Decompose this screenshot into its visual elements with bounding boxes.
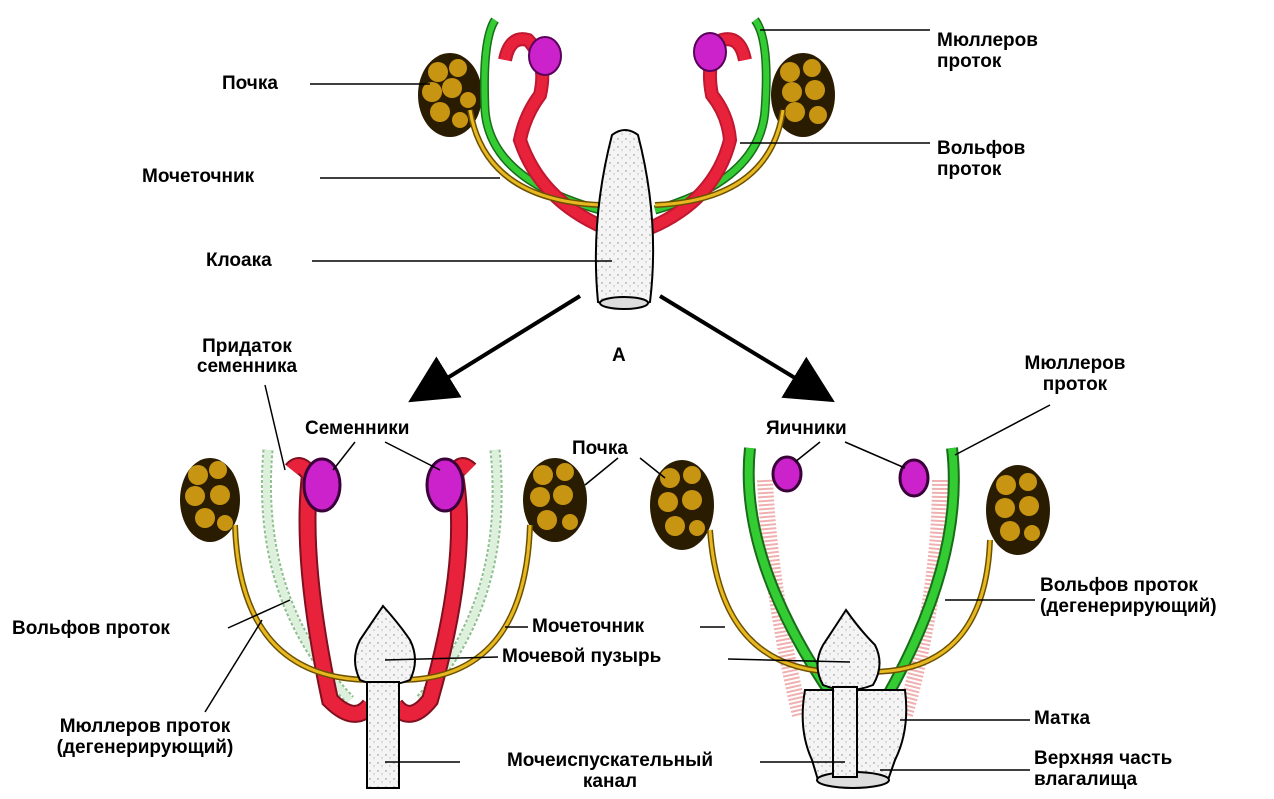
top-diagram: [310, 20, 930, 398]
label-epididymis-1: Придаток: [172, 336, 322, 358]
label-testes: Семенники: [305, 418, 409, 440]
label-mullerian-female-2: проток: [1010, 374, 1140, 396]
label-ovaries: Яичники: [766, 418, 847, 440]
label-mullerian-top-1: Мюллеров: [937, 30, 1038, 52]
label-cloaca: Клоака: [206, 250, 272, 272]
label-mullerian-top-2: проток: [937, 51, 1001, 73]
cloaca: [596, 130, 653, 307]
arrow-icon: [660, 296, 828, 398]
label-mullerian-female-1: Мюллеров: [1010, 353, 1140, 375]
label-kidney-center: Почка: [572, 438, 628, 460]
label-a: А: [612, 345, 626, 367]
ovary-icon: [773, 457, 801, 491]
label-mullerian-male-1: Мюллеров проток: [20, 716, 270, 738]
label-vagina-2: влагалища: [1034, 769, 1137, 791]
label-mullerian-male-2: (дегенерирующий): [20, 737, 270, 759]
label-wolffian-top-2: проток: [937, 159, 1001, 181]
label-epididymis-2: семенника: [172, 356, 322, 378]
gonad-icon: [694, 33, 726, 71]
urethra: [833, 687, 857, 777]
label-wolffian-male: Вольфов проток: [12, 618, 170, 640]
label-urethra-2: канал: [462, 771, 758, 793]
arrow-icon: [415, 296, 580, 398]
female-diagram: [650, 405, 1050, 788]
label-bladder: Мочевой пузырь: [502, 646, 661, 668]
bladder: [818, 610, 880, 690]
gonad-icon: [529, 37, 561, 75]
urethra: [367, 682, 399, 788]
label-urethra-1: Мочеиспускательный: [462, 750, 758, 772]
label-wolffian-female-1: Вольфов проток: [1040, 575, 1198, 597]
ovary-icon: [900, 460, 928, 496]
bladder: [355, 606, 415, 685]
label-wolffian-female-2: (дегенерирующий): [1040, 596, 1217, 618]
label-uterus: Матка: [1034, 708, 1090, 730]
label-wolffian-top-1: Вольфов: [937, 138, 1025, 160]
kidney-icon: [986, 465, 1050, 555]
kidney-icon: [180, 458, 240, 542]
label-ureter-center: Мочеточник: [532, 616, 644, 638]
label-kidney-top: Почка: [222, 73, 278, 95]
label-vagina-1: Верхняя часть: [1034, 748, 1172, 770]
label-ureter-top: Мочеточник: [142, 166, 254, 188]
